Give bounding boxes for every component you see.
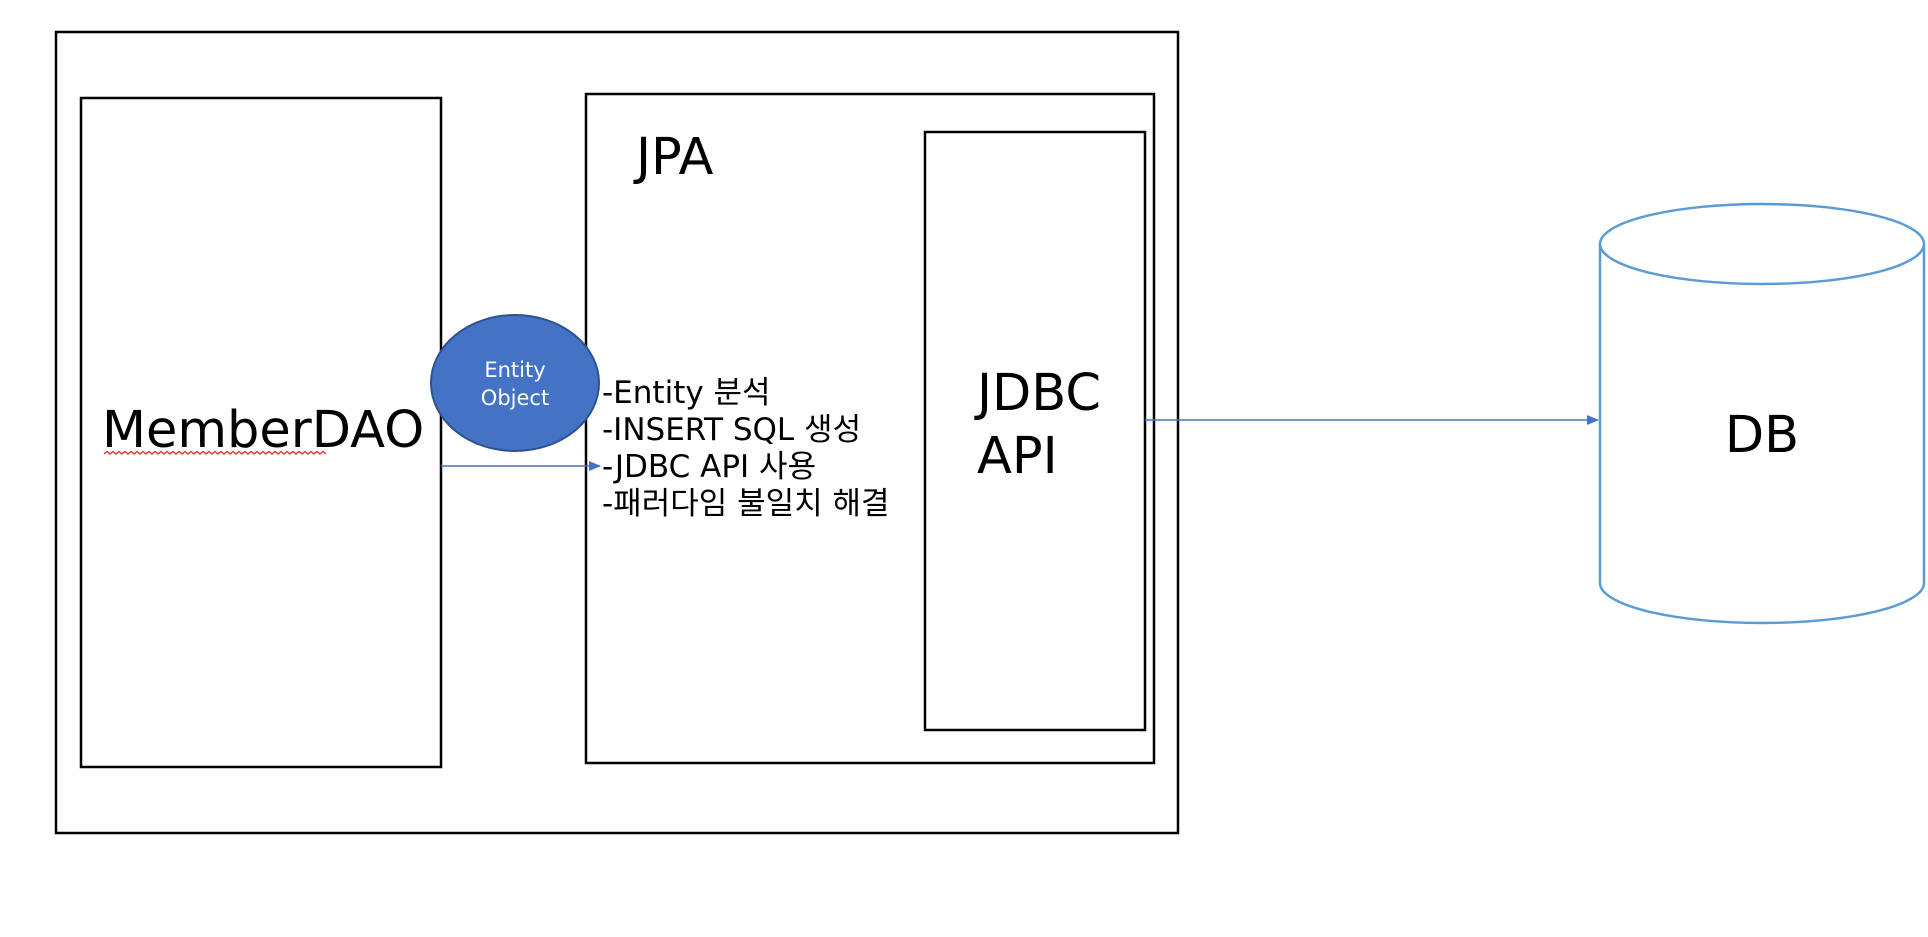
- jpa-feature-entity-analysis: -Entity 분석: [602, 375, 771, 411]
- jpa-feature-insert-sql: -INSERT SQL 생성: [602, 412, 861, 448]
- jdbc-api-label-line1: JDBC: [974, 364, 1101, 423]
- jpa-box: [584, 92, 1156, 765]
- spellcheck-squiggle: [103, 450, 327, 455]
- jdbc-api-label-line2: API: [977, 427, 1058, 486]
- db-label: DB: [1725, 406, 1799, 465]
- jdbc-api-box: [923, 130, 1147, 732]
- jpa-title: JPA: [633, 128, 714, 187]
- entity-object-label-line2: Object: [481, 386, 549, 410]
- entity-object-label-line1: Entity: [484, 358, 545, 382]
- jpa-feature-paradigm-mismatch: -패러다임 불일치 해결: [602, 486, 890, 522]
- member-dao-box: [79, 96, 443, 769]
- db-cylinder: [1598, 202, 1926, 625]
- outer-boundary-box: [54, 30, 1180, 835]
- jpa-feature-jdbc-api-usage: -JDBC API 사용: [602, 449, 816, 485]
- member-dao-label: MemberDAO: [102, 401, 424, 460]
- entity-object-ellipse: [430, 314, 600, 452]
